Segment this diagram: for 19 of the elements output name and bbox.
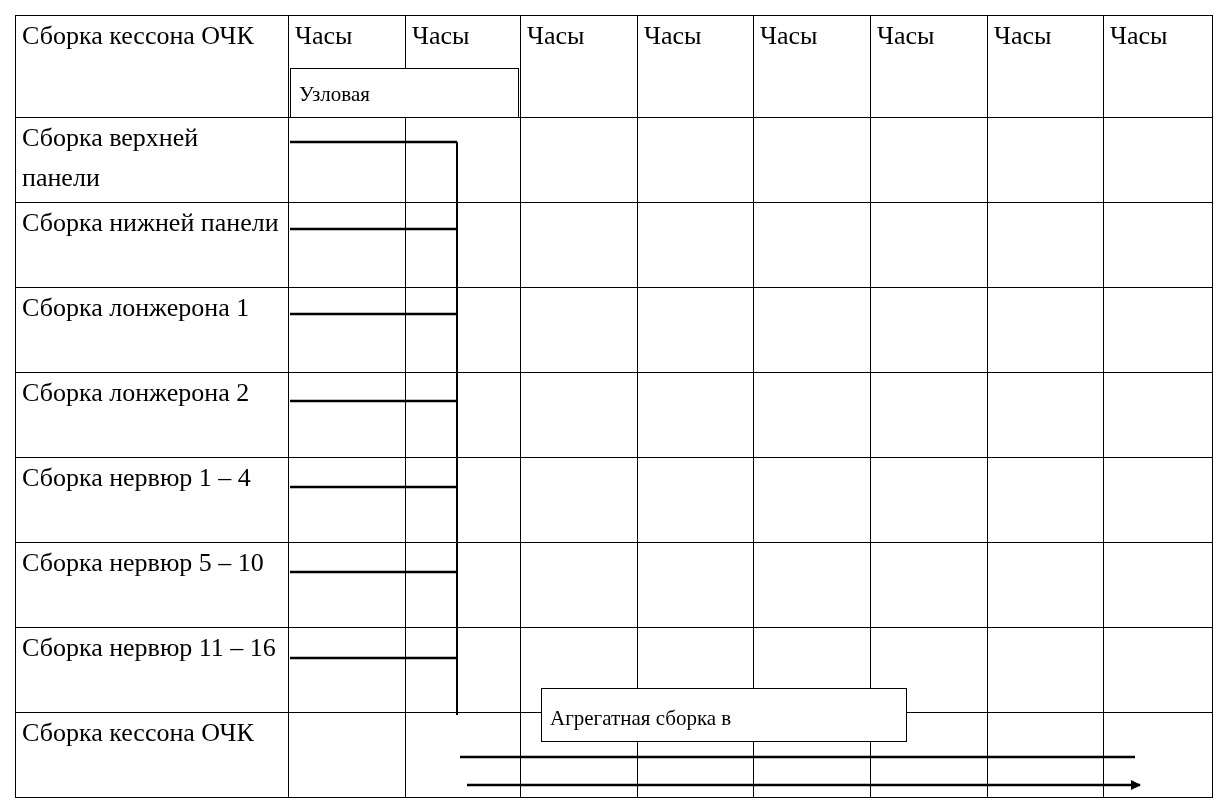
column-header: Часы [412,21,470,50]
row-label: Сборка лонжерона 2 [22,378,250,407]
column-header: Часы [760,21,818,50]
column-header: Часы [877,21,935,50]
column-header: Часы [644,21,702,50]
row-label: Сборка нижней панели [22,208,279,237]
column-header: Часы [1110,21,1168,50]
row-label: Сборка нервюр 11 – 16 [22,633,276,662]
column-header: Часы [295,21,353,50]
row-label: Сборка кессона ОЧК [22,718,254,747]
column-header: Часы [994,21,1052,50]
stage-label: Узловая [299,82,370,106]
row-label: Сборка верхней панели [22,123,199,192]
stage-label: Агрегатная сборка в [550,706,732,730]
row-label: Сборка кессона ОЧК [22,21,254,50]
row-label: Сборка лонжерона 1 [22,293,250,322]
row-label: Сборка нервюр 5 – 10 [22,548,264,577]
row-label: Сборка нервюр 1 – 4 [22,463,251,492]
column-header: Часы [527,21,585,50]
